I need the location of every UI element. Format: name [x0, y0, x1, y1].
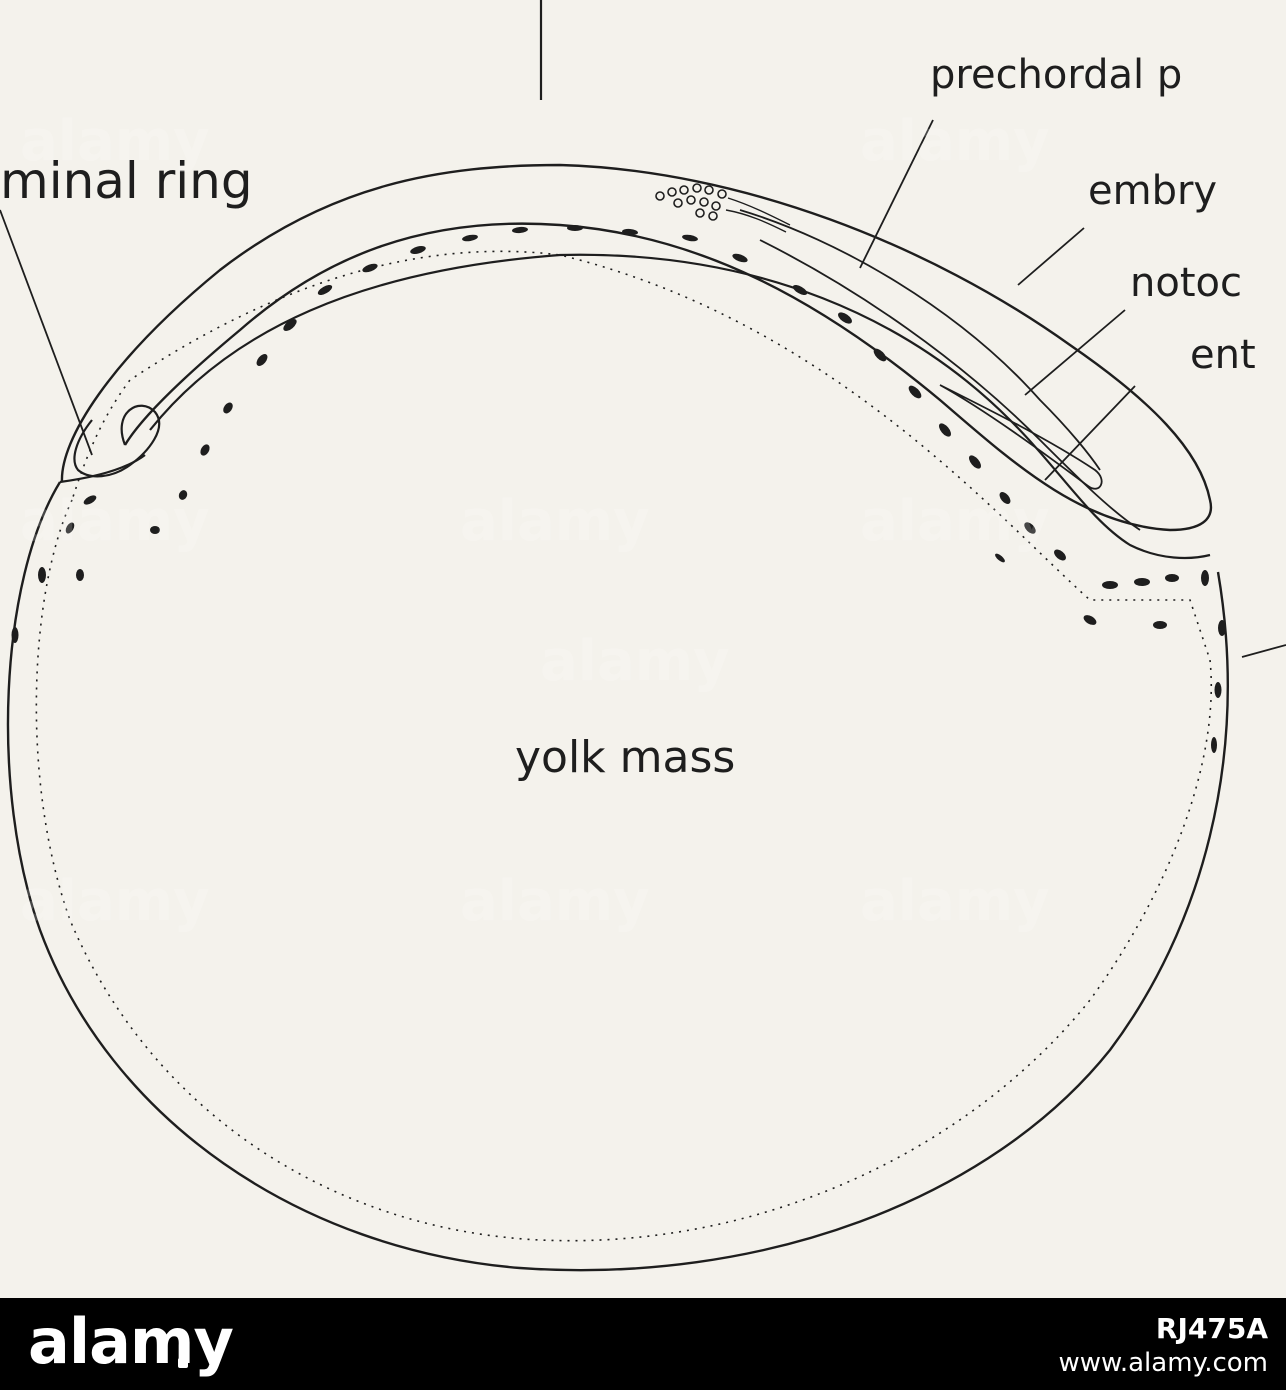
prechordal-cell-cluster — [655, 183, 791, 233]
watermark-text: alamy — [20, 109, 210, 174]
leader-prechordal — [859, 119, 934, 269]
watermark-text: alamy — [860, 489, 1050, 554]
germinal-ring-base — [59, 454, 146, 484]
brand-logo-dot — [178, 1358, 188, 1368]
periblast-nuclei — [11, 225, 1226, 753]
watermark-layer: alamy alamy alamy alamy alamy alamy alam… — [20, 109, 1050, 934]
label-germinal-ring: minal ring — [0, 152, 253, 210]
diagram-canvas: prechordal p minal ring embry notoc ent … — [0, 0, 1286, 1272]
brand-logo: alamy — [28, 1305, 234, 1378]
leader-embryo — [1017, 227, 1085, 286]
notochord-outline — [939, 384, 1103, 490]
embryo-axis-upper — [739, 209, 1101, 471]
leader-periblast — [1241, 644, 1286, 658]
watermark-text: alamy — [20, 869, 210, 934]
embryo-section-figure: prechordal p minal ring embry notoc ent … — [0, 0, 1286, 1272]
watermark-text: alamy — [20, 489, 210, 554]
watermark-text: alamy — [460, 489, 650, 554]
image-id-text: RJ475A — [1155, 1312, 1268, 1345]
leader-germinal-ring — [0, 209, 93, 456]
hypoblast-line — [149, 253, 1211, 560]
watermark-text: alamy — [460, 869, 650, 934]
leader-entoderm — [1044, 385, 1136, 481]
site-url-text: www.alamy.com — [1058, 1348, 1268, 1378]
yolk-outline — [6, 481, 1229, 1272]
entoderm-line — [759, 239, 1141, 531]
label-prechordal: prechordal p — [930, 52, 1182, 98]
blastoderm-outer — [60, 163, 1213, 532]
footer-info: RJ475A www.alamy.com — [1058, 1312, 1268, 1380]
label-yolk-mass: yolk mass — [515, 732, 735, 783]
label-embryo: embry — [1088, 168, 1217, 214]
leader-notochord — [1024, 309, 1126, 396]
watermark-text: alamy — [540, 629, 730, 694]
stock-footer-bar: alamy RJ475A www.alamy.com — [0, 1298, 1286, 1390]
label-entoderm: ent — [1190, 332, 1256, 378]
watermark-text: alamy — [860, 869, 1050, 934]
label-notochord: notoc — [1130, 260, 1242, 306]
watermark-text: alamy — [860, 109, 1050, 174]
leader-lines — [0, 119, 1286, 658]
